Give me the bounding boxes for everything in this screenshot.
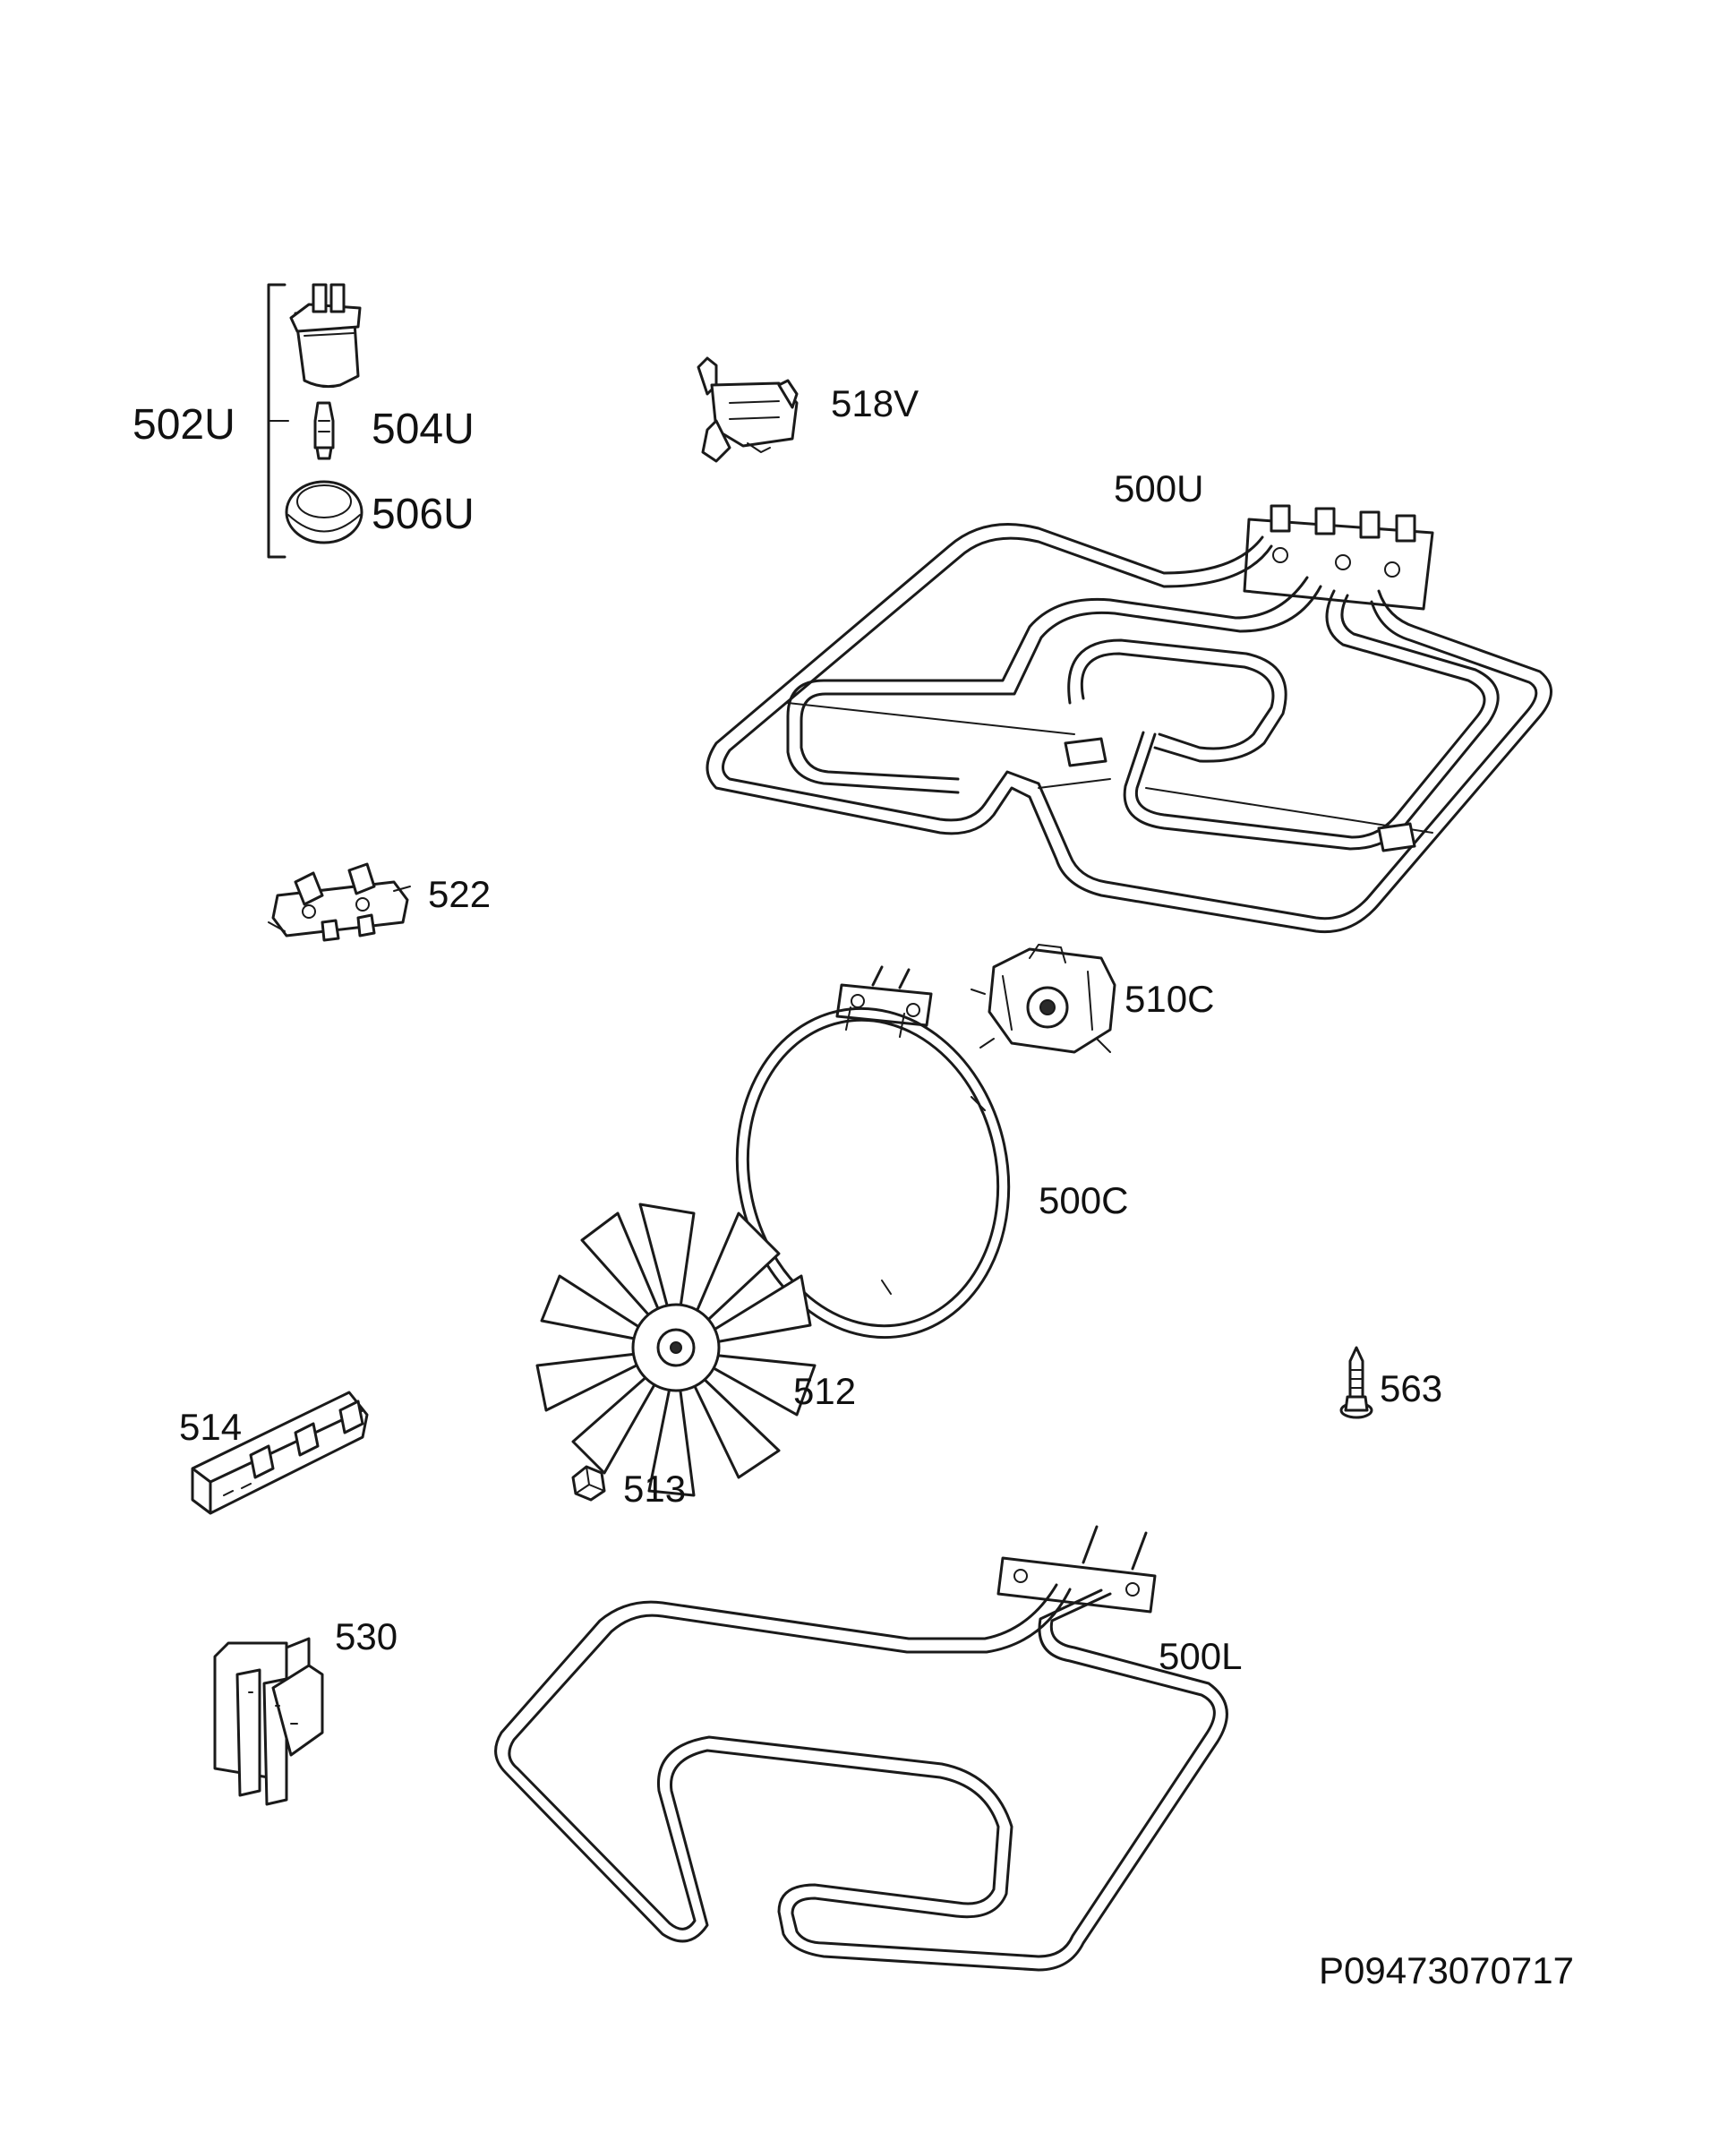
label-514: 514: [179, 1406, 242, 1448]
bracket-clip-part[interactable]: [213, 1637, 324, 1806]
label-504U: 504U: [372, 406, 475, 453]
bottom-heating-element-part[interactable]: [494, 1525, 1228, 1972]
label-512: 512: [793, 1370, 856, 1412]
lamp-holder-part[interactable]: [289, 283, 362, 389]
label-500U: 500U: [1114, 467, 1203, 509]
label-513: 513: [623, 1468, 686, 1510]
fan-motor-part[interactable]: [971, 944, 1116, 1054]
reference-code: P09473070717: [1319, 1949, 1574, 1991]
terminal-block-part[interactable]: [268, 862, 411, 942]
screw-part[interactable]: [1339, 1346, 1373, 1419]
lamp-glass-part[interactable]: [285, 480, 363, 544]
thermostat-part[interactable]: [697, 356, 799, 463]
label-500C: 500C: [1039, 1179, 1128, 1221]
label-510C: 510C: [1125, 978, 1214, 1020]
label-563: 563: [1380, 1367, 1442, 1409]
group-bracket: [267, 283, 289, 559]
label-506U: 506U: [372, 491, 475, 538]
fan-blade-part[interactable]: [535, 1203, 817, 1497]
switch-block-part[interactable]: [191, 1391, 369, 1515]
label-530: 530: [335, 1615, 398, 1657]
label-500L: 500L: [1159, 1635, 1242, 1677]
top-heating-element-part[interactable]: [706, 504, 1552, 934]
label-522: 522: [428, 873, 491, 915]
label-518V: 518V: [831, 382, 919, 424]
nut-part[interactable]: [571, 1465, 606, 1502]
lamp-bulb-part[interactable]: [313, 401, 335, 460]
circular-heating-element-part[interactable]: [707, 965, 1039, 1363]
label-502U: 502U: [133, 401, 235, 449]
